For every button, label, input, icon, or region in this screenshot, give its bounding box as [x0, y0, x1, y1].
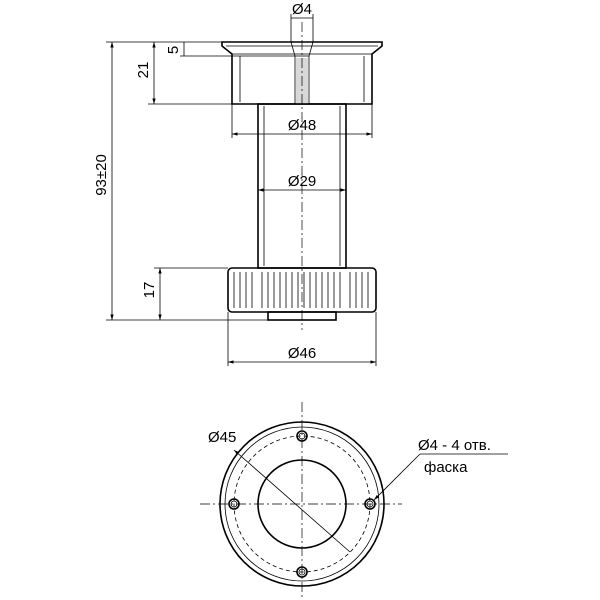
chamfer-note: фаска — [424, 459, 468, 476]
dim-top-depth: 5 — [165, 46, 182, 54]
dim-base-diameter: Ø46 — [288, 345, 316, 362]
dim-tube-diameter: Ø29 — [288, 173, 316, 190]
holes-leader — [373, 453, 421, 501]
dim-total-height: 93±20 — [93, 154, 110, 196]
top-view: Ø45 Ø4 - 4 отв. фаска — [200, 402, 508, 598]
dim-top-diameter: Ø48 — [288, 117, 316, 134]
side-dimensions: Ø4 5 21 93±20 17 Ø48 Ø29 Ø46 — [93, 1, 377, 366]
dim-base-height: 17 — [141, 282, 158, 299]
knurl-ridges — [233, 272, 369, 308]
dim-hole-circle: Ø45 — [208, 429, 236, 446]
dim-top-height: 21 — [135, 62, 152, 79]
holes-note: Ø4 - 4 отв. — [418, 437, 491, 454]
inner-ring-circle — [224, 426, 380, 582]
dim-hole-top: Ø4 — [292, 1, 312, 18]
hole-circle-leader — [233, 449, 351, 553]
